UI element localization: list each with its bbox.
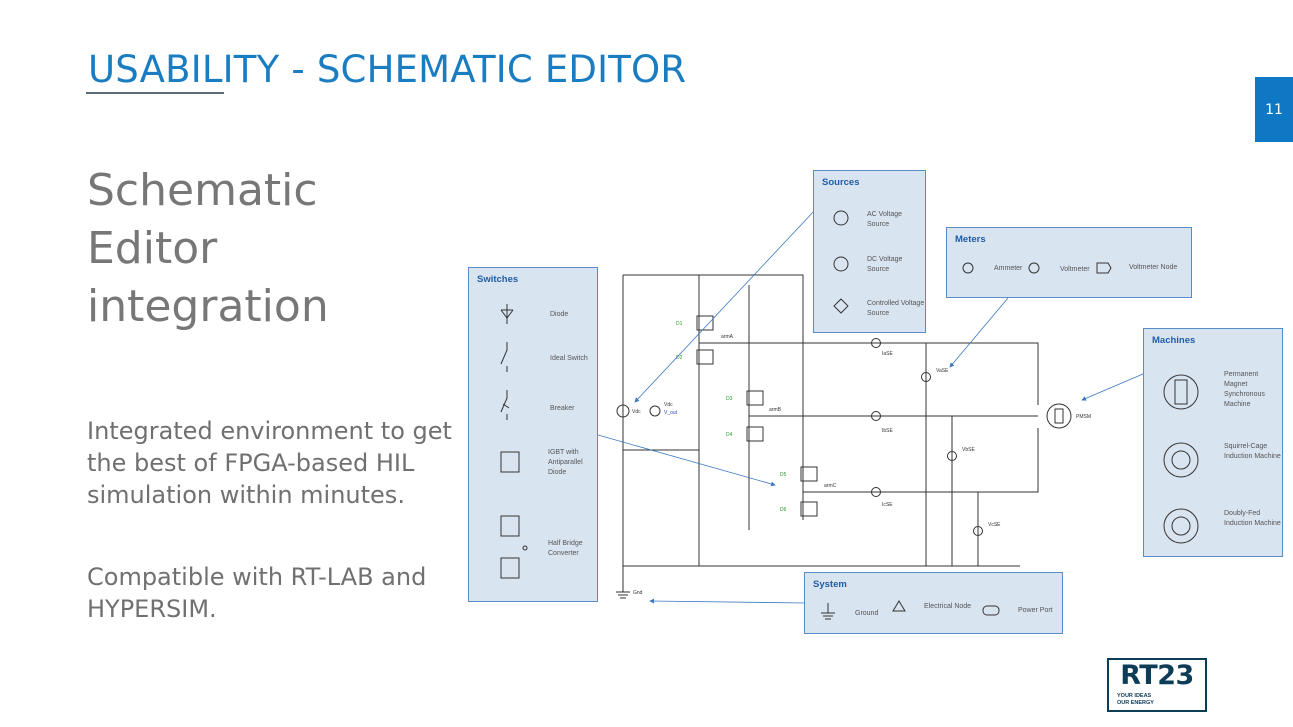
slide-title: USABILITY - SCHEMATIC EDITOR (88, 48, 687, 91)
ground-icon (616, 591, 630, 599)
ground-symbol-icon (821, 603, 835, 620)
electrical-node-icon (892, 600, 906, 612)
squirrel-cage-machine-icon (1163, 442, 1199, 478)
controlled-voltage-source-icon (833, 298, 849, 314)
ammeter-a-icon (871, 338, 881, 348)
squirrel-cage-label: Squirrel-Cage Induction Machine (1224, 443, 1281, 460)
d4-label: D4 (726, 432, 733, 438)
body-paragraph: Integrated environment to get the best o… (87, 417, 452, 509)
ib-label: IbSE (882, 428, 894, 434)
voltmeter-node-icon (1096, 262, 1112, 274)
vb-label: VbSE (962, 447, 975, 453)
half-bridge-upper-icon (500, 515, 520, 537)
igbt-d1 (696, 315, 714, 331)
electrical-node-label: Electrical Node (924, 603, 972, 610)
logo-tagline-1: YOUR IDEAS (1117, 693, 1152, 699)
ammeter-label: Ammeter (994, 265, 1023, 272)
voltmeter-icon (1028, 262, 1040, 274)
half-bridge-lower-icon (500, 557, 520, 579)
voltmeter-a-icon (921, 372, 931, 382)
ac-voltage-source-label: AC Voltage Source (867, 211, 903, 228)
rt23-logo: RT23 YOUR IDEAS OUR ENERGY (1107, 658, 1207, 712)
ammeter-b-icon (871, 411, 881, 421)
igbt-antiparallel-diode-icon (500, 451, 520, 473)
dc-voltage-source-label: DC Voltage Source (867, 256, 903, 273)
dc-voltage-source-icon (833, 256, 849, 272)
ground-label: Ground (855, 610, 879, 617)
vdc-source-label: Vdc (632, 409, 641, 415)
power-port-icon (982, 605, 1000, 616)
page-number: 11 (1255, 77, 1293, 142)
system-panel-title: System (813, 579, 847, 590)
switches-panel: Switches Diode Ideal Switch Breaker IGBT… (468, 267, 598, 602)
igbt-d3 (746, 390, 764, 406)
diode-icon (500, 304, 514, 324)
ideal-switch-label: Ideal Switch (550, 355, 588, 362)
dc-source-icon (616, 404, 630, 418)
d5-label: D5 (780, 472, 787, 478)
heading-line: Editor (87, 223, 218, 274)
voltmeter-icon (649, 405, 661, 417)
pmsm-icon (1046, 403, 1072, 429)
igbt-d6 (800, 501, 818, 517)
sources-panel-title: Sources (822, 177, 860, 188)
voltmeter-c-icon (973, 526, 983, 536)
vout-label: V_out (664, 410, 678, 416)
circuit-wires (622, 274, 1039, 592)
callout-arrows (597, 209, 1144, 604)
logo-tagline-2: OUR ENERGY (1117, 700, 1154, 706)
ideal-switch-icon (500, 342, 508, 372)
igbt-label: IGBT with Antiparallel Diode (548, 449, 583, 476)
d6-label: D6 (780, 507, 787, 513)
d1-label: D1 (676, 321, 683, 327)
heading-line: integration (87, 281, 329, 332)
meters-panel-title: Meters (955, 234, 986, 245)
slide-heading: Schematic Editor integration (87, 162, 329, 336)
voltmeter-b-icon (947, 451, 957, 461)
machines-panel: Machines Permanent Magnet Synchronous Ma… (1143, 328, 1283, 557)
pmsm-machine-icon (1163, 374, 1199, 410)
pmsm-machine-label: Permanent Magnet Synchronous Machine (1224, 371, 1265, 408)
pmsm-label: PMSM (1076, 414, 1091, 420)
ac-voltage-source-icon (833, 210, 849, 226)
ammeter-icon (962, 262, 974, 274)
d3-label: D3 (726, 396, 733, 402)
controlled-voltage-source-label: Controlled Voltage Source (867, 300, 925, 317)
vdc-label: Vdc (664, 402, 673, 408)
gnd-label: Gnd (633, 590, 643, 596)
voltmeter-node-label: Voltmeter Node (1129, 264, 1178, 271)
machines-panel-title: Machines (1152, 335, 1196, 346)
body-paragraph: Compatible with RT-LAB and HYPERSIM. (87, 563, 427, 623)
d2-label: D2 (676, 355, 683, 361)
armb-label: armB (769, 407, 782, 413)
breaker-label: Breaker (550, 405, 575, 412)
vc-label: VcSE (988, 522, 1001, 528)
ia-label: IaSE (882, 351, 894, 357)
sources-panel: Sources AC Voltage Source DC Voltage Sou… (813, 170, 926, 333)
logo-text: RT23 (1120, 660, 1194, 691)
doubly-fed-machine-icon (1163, 508, 1199, 544)
title-underline (86, 92, 224, 94)
arma-label: armA (721, 334, 734, 340)
meters-panel: Meters Ammeter Voltmeter Voltmeter Node (946, 227, 1192, 298)
ammeter-c-icon (871, 487, 881, 497)
system-panel: System Ground Electrical Node Power Port (804, 572, 1063, 634)
armc-label: armC (824, 483, 837, 489)
ic-label: IcSE (882, 502, 893, 508)
doubly-fed-label: Doubly-Fed Induction Machine (1224, 510, 1281, 527)
half-bridge-label: Half Bridge Converter (548, 540, 583, 557)
power-port-label: Power Port (1018, 607, 1053, 614)
diode-label: Diode (550, 311, 569, 318)
switches-panel-title: Switches (477, 274, 519, 285)
igbt-d5 (800, 466, 818, 482)
igbt-d2 (696, 349, 714, 365)
breaker-icon (500, 390, 510, 420)
va-label: VaSE (936, 368, 949, 374)
heading-line: Schematic (87, 165, 318, 216)
voltmeter-label: Voltmeter (1060, 266, 1090, 273)
igbt-d4 (746, 426, 764, 442)
